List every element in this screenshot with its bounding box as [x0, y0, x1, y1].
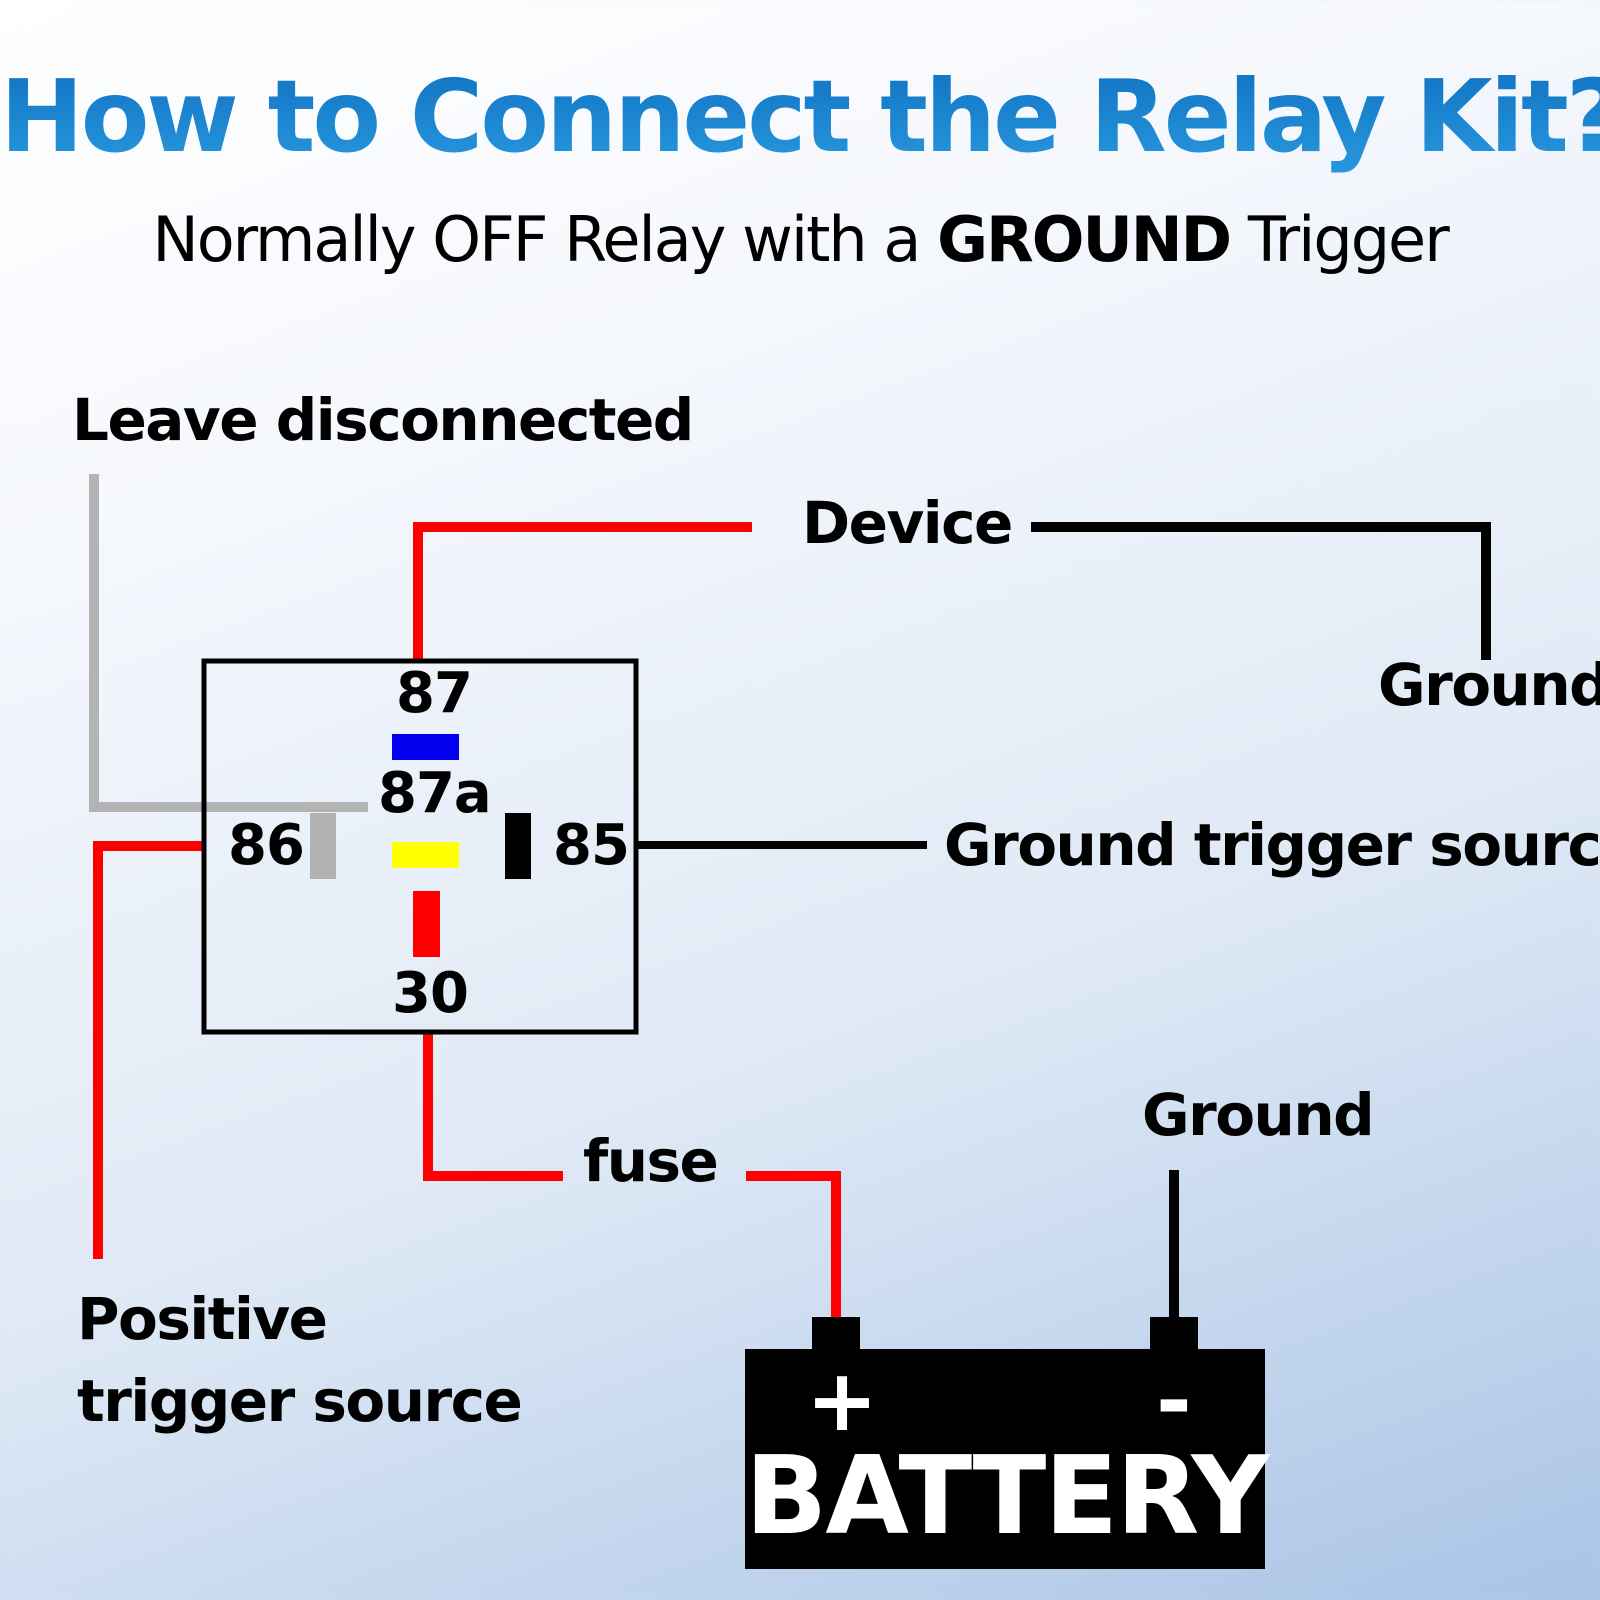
battery-positive-sign: + [806, 1351, 879, 1451]
positive-trigger-label-line2: trigger source [77, 1367, 523, 1435]
pin-87-label: 87 [396, 661, 473, 726]
fuse-label: fuse [583, 1127, 719, 1195]
battery-label: BATTERY [745, 1434, 1270, 1559]
subtitle-bold: GROUND [937, 203, 1232, 276]
wire-fuse-to-battery-positive [746, 1171, 841, 1318]
pin-87a-marker [392, 842, 459, 868]
battery-negative-sign: - [1156, 1351, 1192, 1451]
positive-trigger-label-line1: Positive [77, 1285, 328, 1353]
ground-trigger-source-label: Ground trigger source [944, 811, 1600, 879]
battery [745, 1349, 1265, 1569]
wire-87a-disconnected [89, 474, 368, 812]
pin-86-label: 86 [228, 813, 305, 878]
ground-battery-label: Ground [1142, 1081, 1375, 1149]
pin-30-marker [413, 891, 440, 957]
pin-30-label: 30 [392, 961, 469, 1026]
pin-85-label: 85 [553, 813, 630, 878]
pin-86-marker [310, 813, 336, 879]
pin-87-marker [392, 734, 459, 760]
relay-box [201, 658, 639, 1035]
device-label: Device [802, 489, 1013, 557]
wire-30-to-fuse [423, 1033, 563, 1181]
page-subtitle: Normally OFF Relay with a GROUND Trigger [0, 200, 1600, 280]
ground-top-label: Ground [1378, 651, 1600, 719]
leave-disconnected-label: Leave disconnected [72, 386, 694, 454]
pin-87a-label: 87a [378, 761, 492, 826]
wire-device-to-ground [1031, 522, 1491, 660]
wire-86-positive-trigger [93, 841, 204, 1259]
page-title: How to Connect the Relay Kit? [0, 52, 1600, 182]
subtitle-suffix: Trigger [1230, 203, 1450, 276]
wire-87-to-device [413, 522, 752, 660]
subtitle-prefix: Normally OFF Relay with a [152, 203, 938, 276]
pin-85-marker [505, 813, 531, 879]
battery-negative-terminal [1150, 1317, 1198, 1351]
battery-positive-terminal [812, 1317, 860, 1351]
